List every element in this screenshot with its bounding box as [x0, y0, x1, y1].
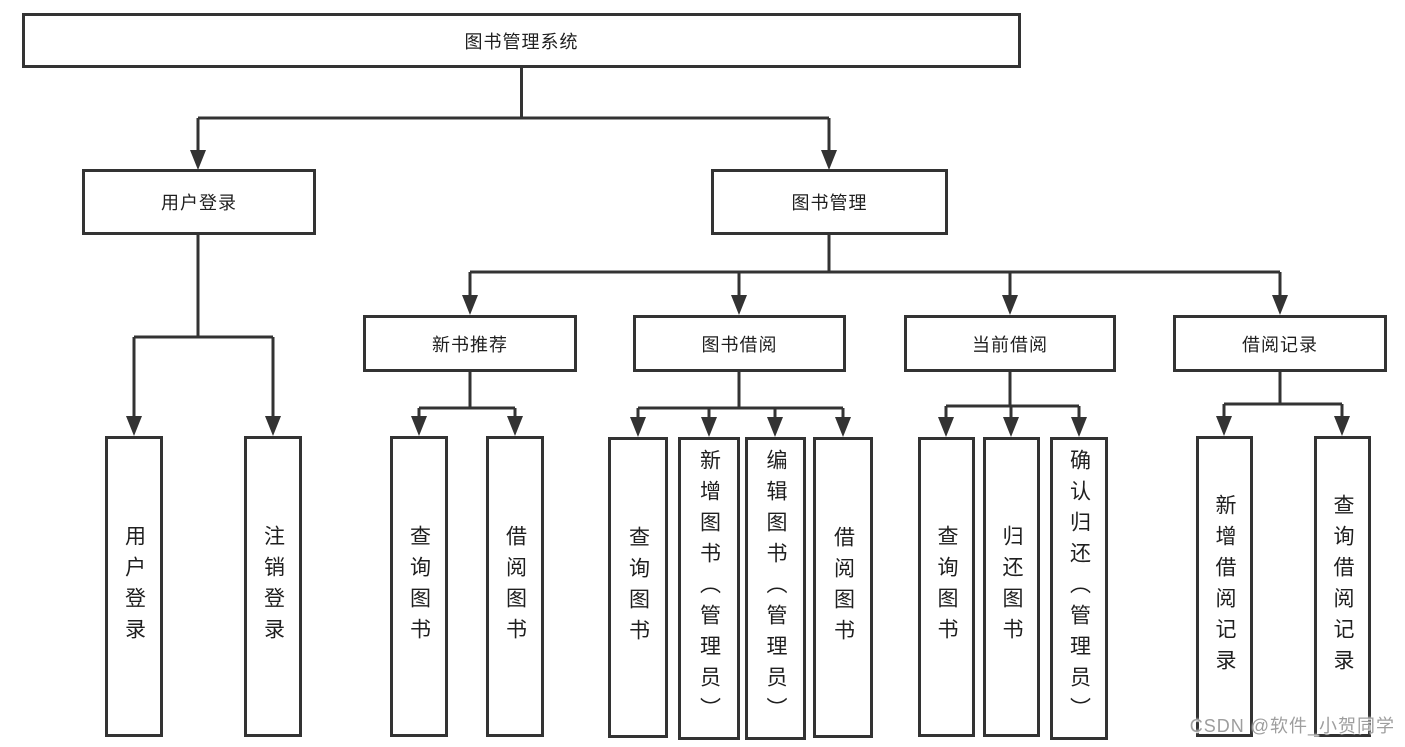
leaf-query-borrow-record: 查询借阅记录 [1314, 436, 1371, 737]
arrow-down-icon [265, 416, 281, 436]
leaf-label: 查询图书 [626, 525, 650, 650]
leaf-label: 确认归还（管理员） [1067, 449, 1091, 728]
node-label: 用户登录 [161, 193, 237, 213]
node-library-system: 图书管理系统 [22, 13, 1021, 68]
leaf-label: 借阅图书 [503, 524, 527, 649]
arrow-down-icon [1272, 295, 1288, 315]
leaf-borrow-books: 借阅图书 [813, 437, 873, 738]
arrow-down-icon [1334, 416, 1350, 436]
arrow-down-icon [835, 417, 851, 437]
leaf-edit-book-admin: 编辑图书（管理员） [745, 437, 806, 740]
leaf-borrow-books-recommend: 借阅图书 [486, 436, 544, 737]
leaf-label: 新增借阅记录 [1213, 493, 1236, 680]
leaf-label: 查询借阅记录 [1331, 493, 1354, 680]
leaf-label: 用户登录 [122, 524, 146, 649]
leaf-query-books-recommend: 查询图书 [390, 436, 448, 737]
arrow-down-icon [701, 417, 717, 437]
arrow-down-icon [462, 295, 478, 315]
arrow-down-icon [190, 150, 206, 170]
node-book-borrow: 图书借阅 [633, 315, 846, 372]
leaf-logout: 注销登录 [244, 436, 302, 737]
arrow-down-icon [507, 416, 523, 436]
arrow-down-icon [938, 417, 954, 437]
node-label: 图书管理 [791, 193, 868, 213]
node-current-borrow: 当前借阅 [904, 315, 1116, 372]
arrow-down-icon [1003, 417, 1019, 437]
node-borrow-records: 借阅记录 [1173, 315, 1387, 372]
arrowhead-icons [126, 150, 1350, 437]
leaf-user-login: 用户登录 [105, 436, 163, 737]
leaf-label: 借阅图书 [831, 525, 855, 650]
leaf-query-books-current: 查询图书 [918, 437, 975, 737]
node-label: 图书借阅 [701, 334, 778, 355]
arrow-down-icon [411, 416, 427, 436]
arrow-down-icon [1002, 295, 1018, 315]
leaf-label: 新增图书（管理员） [697, 449, 721, 728]
csdn-watermark: CSDN @软件_小贺同学 [1189, 716, 1395, 736]
node-label: 新书推荐 [432, 334, 508, 355]
leaf-add-borrow-record: 新增借阅记录 [1196, 436, 1253, 737]
node-new-book-recommend: 新书推荐 [363, 315, 577, 372]
node-user-login: 用户登录 [82, 169, 316, 235]
leaf-confirm-return-admin: 确认归还（管理员） [1050, 437, 1108, 740]
leaf-label: 归还图书 [1000, 525, 1023, 649]
arrow-down-icon [821, 150, 837, 170]
arrow-down-icon [126, 416, 142, 436]
leaf-label: 查询图书 [935, 525, 958, 649]
leaf-label: 注销登录 [261, 524, 285, 649]
arrow-down-icon [731, 295, 747, 315]
leaf-label: 编辑图书（管理员） [764, 449, 787, 728]
arrow-down-icon [1216, 416, 1232, 436]
leaf-add-book-admin: 新增图书（管理员） [678, 437, 740, 740]
node-label: 当前借阅 [972, 334, 1048, 355]
node-label: 图书管理系统 [464, 31, 579, 52]
arrow-down-icon [767, 417, 783, 437]
arrow-down-icon [630, 417, 646, 437]
leaf-label: 查询图书 [407, 524, 431, 649]
leaf-query-books-borrow: 查询图书 [608, 437, 668, 738]
node-label: 借阅记录 [1242, 334, 1318, 355]
arrow-down-icon [1071, 417, 1087, 437]
node-book-management: 图书管理 [711, 169, 948, 235]
leaf-return-book: 归还图书 [983, 437, 1040, 737]
